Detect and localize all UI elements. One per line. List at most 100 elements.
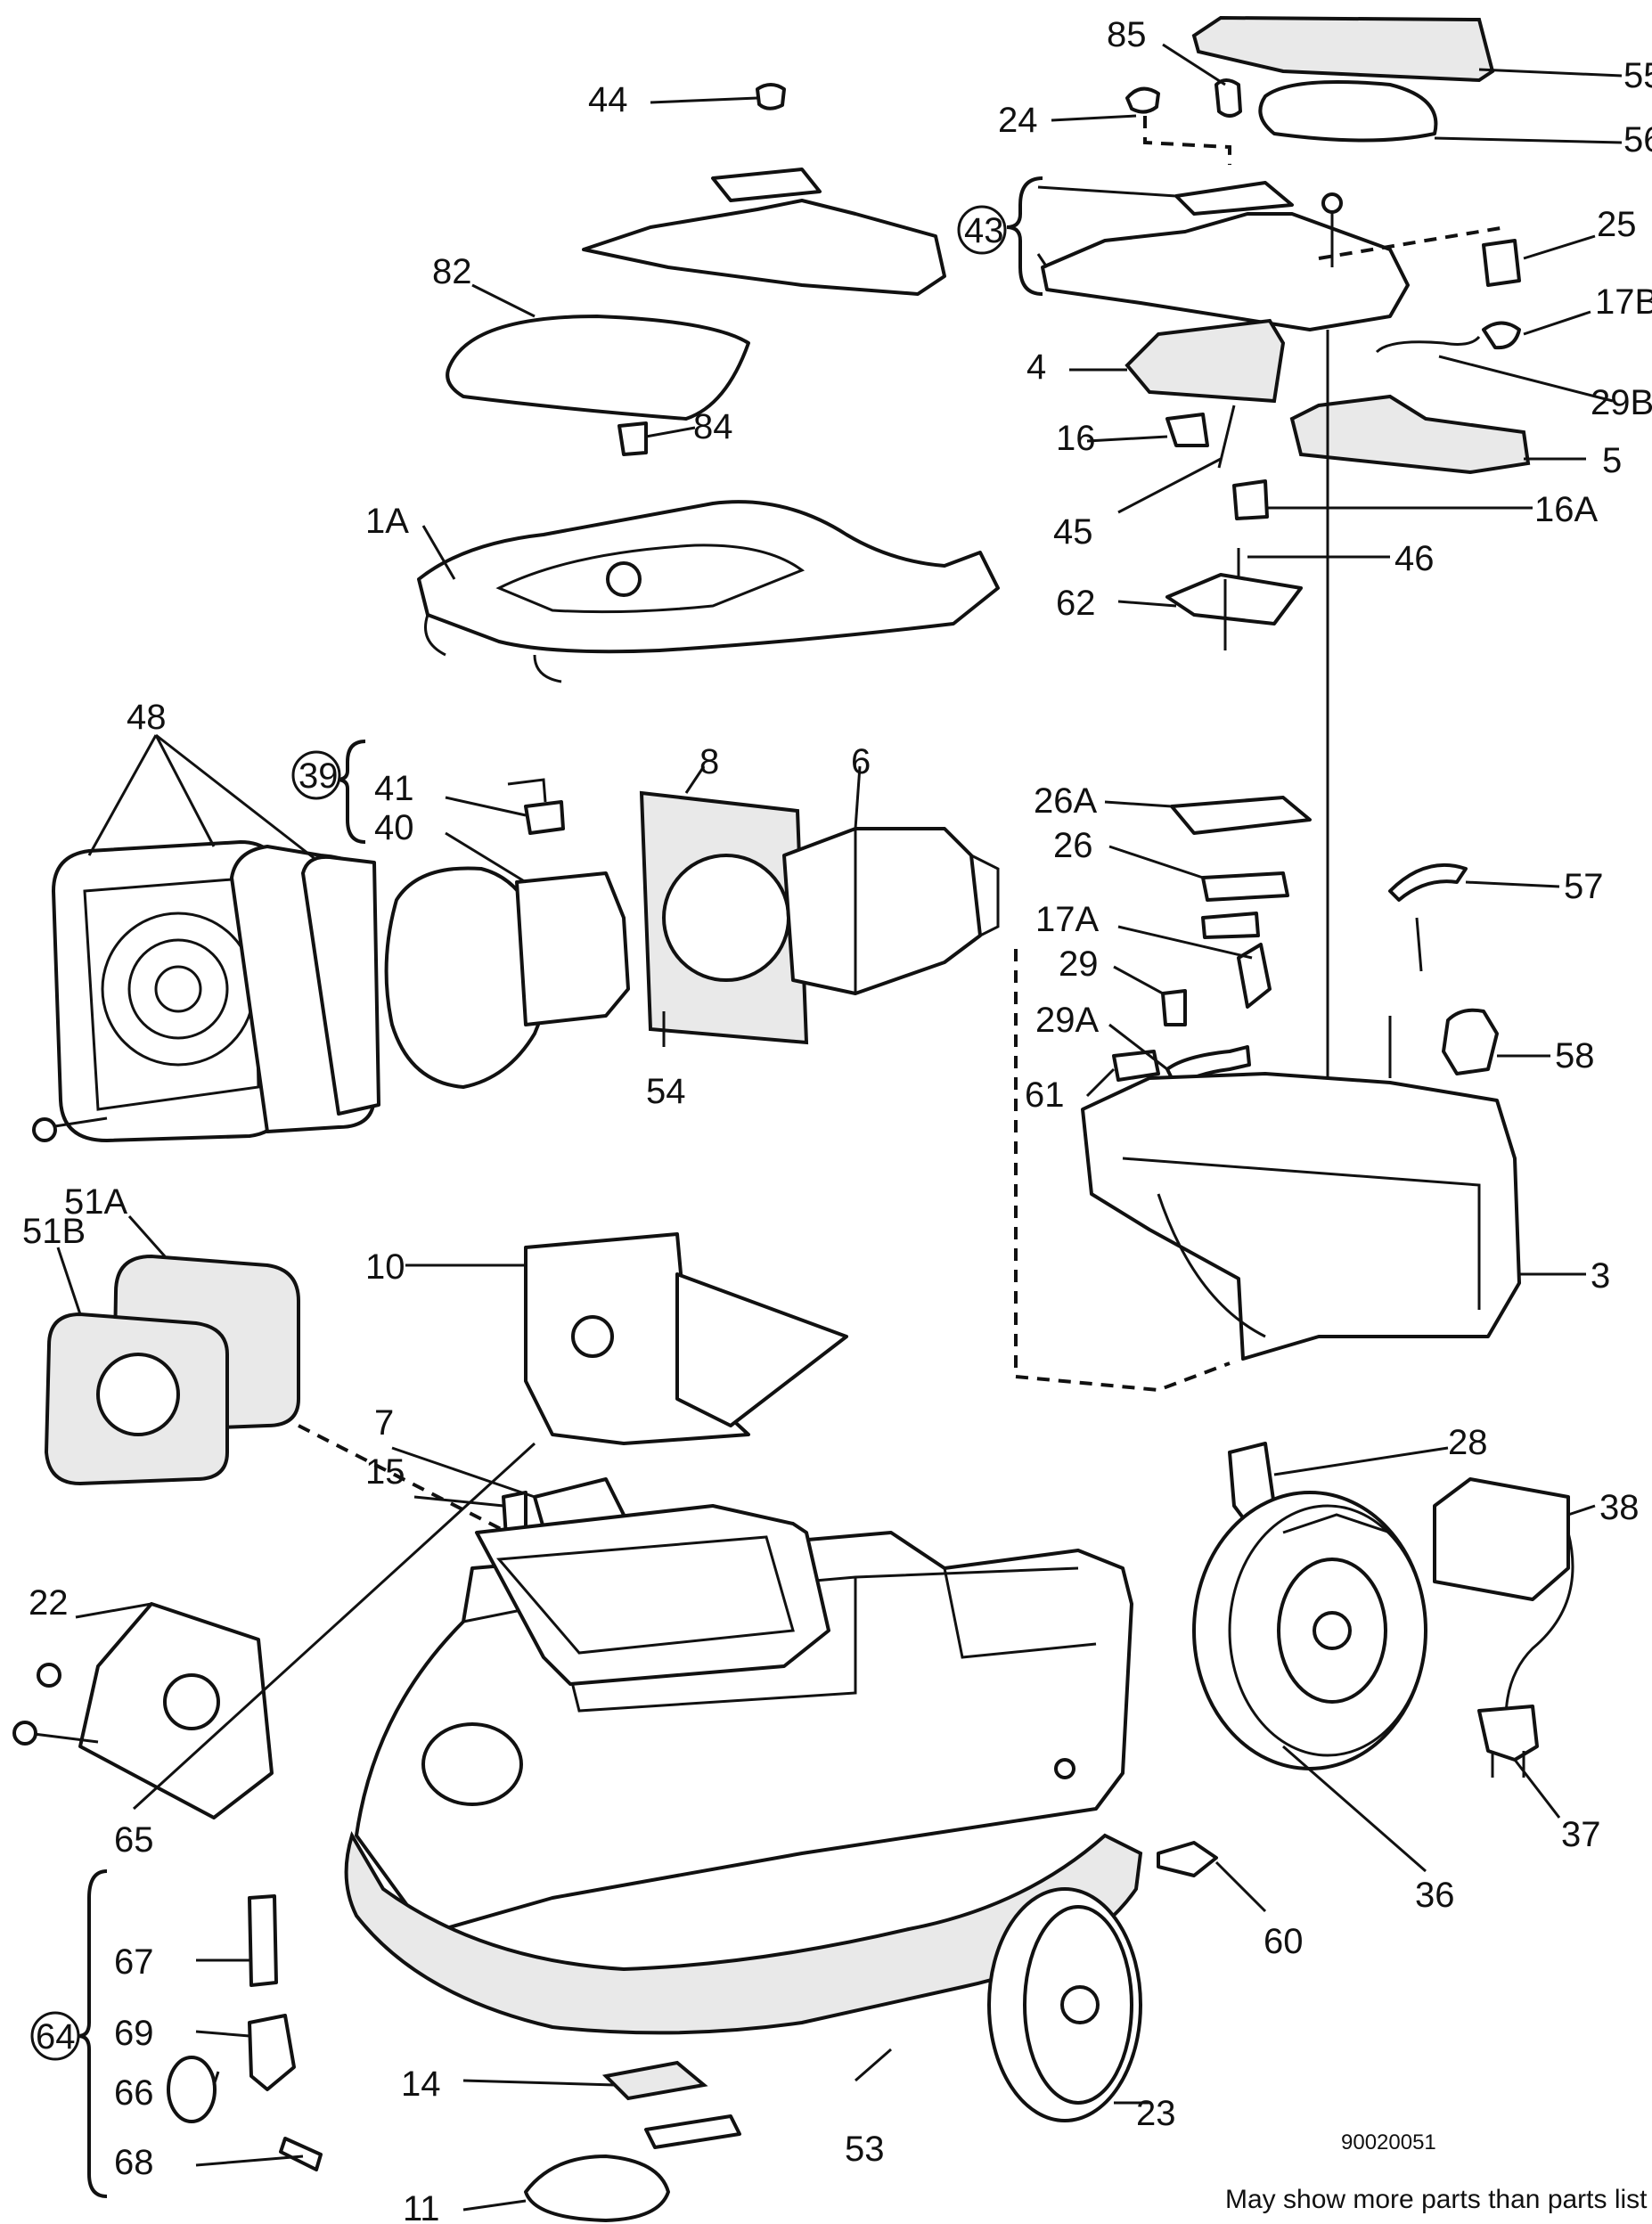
label-51B: 51B bbox=[22, 1212, 86, 1251]
circle-43 bbox=[957, 205, 1007, 255]
label-56: 56 bbox=[1623, 120, 1652, 159]
label-17B: 17B bbox=[1595, 282, 1652, 322]
part-40-motor bbox=[384, 866, 550, 1089]
label-16A: 16A bbox=[1534, 490, 1598, 529]
label-15: 15 bbox=[365, 1452, 405, 1492]
label-6: 6 bbox=[851, 742, 871, 781]
label-82: 82 bbox=[432, 252, 472, 291]
part-3-motor-chamber bbox=[1081, 1072, 1521, 1361]
label-48: 48 bbox=[127, 698, 167, 737]
label-60: 60 bbox=[1264, 1922, 1304, 1961]
label-69: 69 bbox=[114, 2014, 154, 2053]
label-4: 4 bbox=[1026, 348, 1046, 387]
label-61: 61 bbox=[1025, 1075, 1065, 1115]
label-53: 53 bbox=[845, 2130, 885, 2169]
part-57-arc bbox=[1388, 863, 1468, 902]
label-29: 29 bbox=[1059, 944, 1099, 984]
label-36: 36 bbox=[1415, 1876, 1455, 1915]
part-16-latch bbox=[1165, 413, 1209, 447]
part-60-wing-nut bbox=[1157, 1841, 1218, 1877]
part-62-bracket bbox=[1165, 573, 1303, 626]
label-67: 67 bbox=[114, 1942, 154, 1982]
label-51A: 51A bbox=[64, 1182, 127, 1222]
label-28: 28 bbox=[1448, 1423, 1488, 1462]
label-44: 44 bbox=[588, 80, 628, 119]
label-25: 25 bbox=[1597, 205, 1637, 244]
part-17A-lamp-holder bbox=[1237, 943, 1272, 1009]
part-11-foot bbox=[524, 2154, 670, 2222]
part-23-wheel bbox=[987, 1887, 1142, 2122]
label-64: 64 bbox=[36, 2017, 76, 2056]
part-44-knob bbox=[756, 83, 786, 110]
part-4-grille bbox=[1125, 318, 1286, 404]
part-61-fuse bbox=[1112, 1050, 1160, 1082]
label-84: 84 bbox=[693, 407, 733, 446]
label-14: 14 bbox=[401, 2065, 441, 2104]
part-26A-board bbox=[1170, 796, 1312, 835]
label-65: 65 bbox=[114, 1820, 154, 1860]
label-40: 40 bbox=[374, 808, 414, 847]
label-8: 8 bbox=[699, 742, 719, 781]
label-58: 58 bbox=[1555, 1036, 1595, 1075]
label-54: 54 bbox=[646, 1072, 686, 1111]
part-14-cover bbox=[601, 2060, 708, 2101]
brace-43 bbox=[1006, 176, 1043, 296]
label-55: 55 bbox=[1623, 56, 1652, 95]
label-57: 57 bbox=[1564, 867, 1604, 906]
part-53-bumper bbox=[344, 1831, 1143, 2035]
label-16: 16 bbox=[1056, 419, 1096, 458]
label-39: 39 bbox=[299, 756, 339, 796]
label-38: 38 bbox=[1599, 1488, 1640, 1527]
label-66: 66 bbox=[114, 2073, 154, 2113]
footnote: May show more parts than parts list bbox=[1225, 2185, 1648, 2214]
label-68: 68 bbox=[114, 2143, 154, 2182]
label-41: 41 bbox=[374, 769, 414, 808]
part-37-power-plug bbox=[1477, 1705, 1539, 1762]
label-5: 5 bbox=[1602, 441, 1622, 480]
part-38-plug-box bbox=[1433, 1477, 1570, 1601]
label-45: 45 bbox=[1053, 512, 1093, 552]
part-36-cord-reel bbox=[1192, 1491, 1427, 1770]
label-62: 62 bbox=[1056, 584, 1096, 623]
part-29-clip bbox=[1161, 989, 1187, 1026]
label-29B: 29B bbox=[1591, 383, 1652, 422]
label-37: 37 bbox=[1561, 1815, 1601, 1854]
part-17B-lamp bbox=[1482, 321, 1521, 350]
label-43: 43 bbox=[964, 211, 1004, 250]
circle-39 bbox=[291, 750, 341, 800]
label-26: 26 bbox=[1053, 826, 1093, 865]
part-67-strip bbox=[248, 1894, 278, 1987]
label-46: 46 bbox=[1394, 539, 1435, 578]
label-1A: 1A bbox=[365, 502, 409, 541]
leader-lines bbox=[56, 43, 1623, 2212]
diagram-code: 90020051 bbox=[1341, 2130, 1436, 2154]
label-17A: 17A bbox=[1035, 900, 1099, 939]
label-23: 23 bbox=[1136, 2094, 1176, 2133]
part-6-motor-housing bbox=[782, 827, 982, 995]
brace-39 bbox=[336, 740, 366, 844]
brace-64 bbox=[78, 1869, 108, 2198]
label-29A: 29A bbox=[1035, 1001, 1099, 1040]
label-26A: 26A bbox=[1034, 781, 1097, 821]
part-25-connector bbox=[1482, 239, 1521, 287]
label-10: 10 bbox=[365, 1247, 405, 1287]
part-24-knob bbox=[1125, 86, 1160, 114]
part-66-ring bbox=[167, 2056, 217, 2123]
label-24: 24 bbox=[998, 101, 1038, 140]
part-1A-top-cover bbox=[417, 500, 1000, 654]
part-41-bracket bbox=[524, 800, 565, 835]
part-56-filter-pad bbox=[1258, 79, 1438, 143]
label-7: 7 bbox=[374, 1403, 394, 1443]
label-85: 85 bbox=[1107, 15, 1147, 54]
part-5-grille bbox=[1289, 394, 1531, 475]
label-22: 22 bbox=[29, 1583, 69, 1623]
circle-64 bbox=[30, 2011, 80, 2061]
label-3: 3 bbox=[1591, 1256, 1610, 1296]
part-55-top-grille bbox=[1191, 15, 1495, 83]
cover-left bbox=[711, 168, 822, 202]
part-82-filter-sheet bbox=[446, 315, 750, 421]
part-69-latch bbox=[248, 2014, 296, 2091]
part-85-knob bbox=[1214, 78, 1242, 118]
part-84-clip bbox=[617, 421, 648, 456]
